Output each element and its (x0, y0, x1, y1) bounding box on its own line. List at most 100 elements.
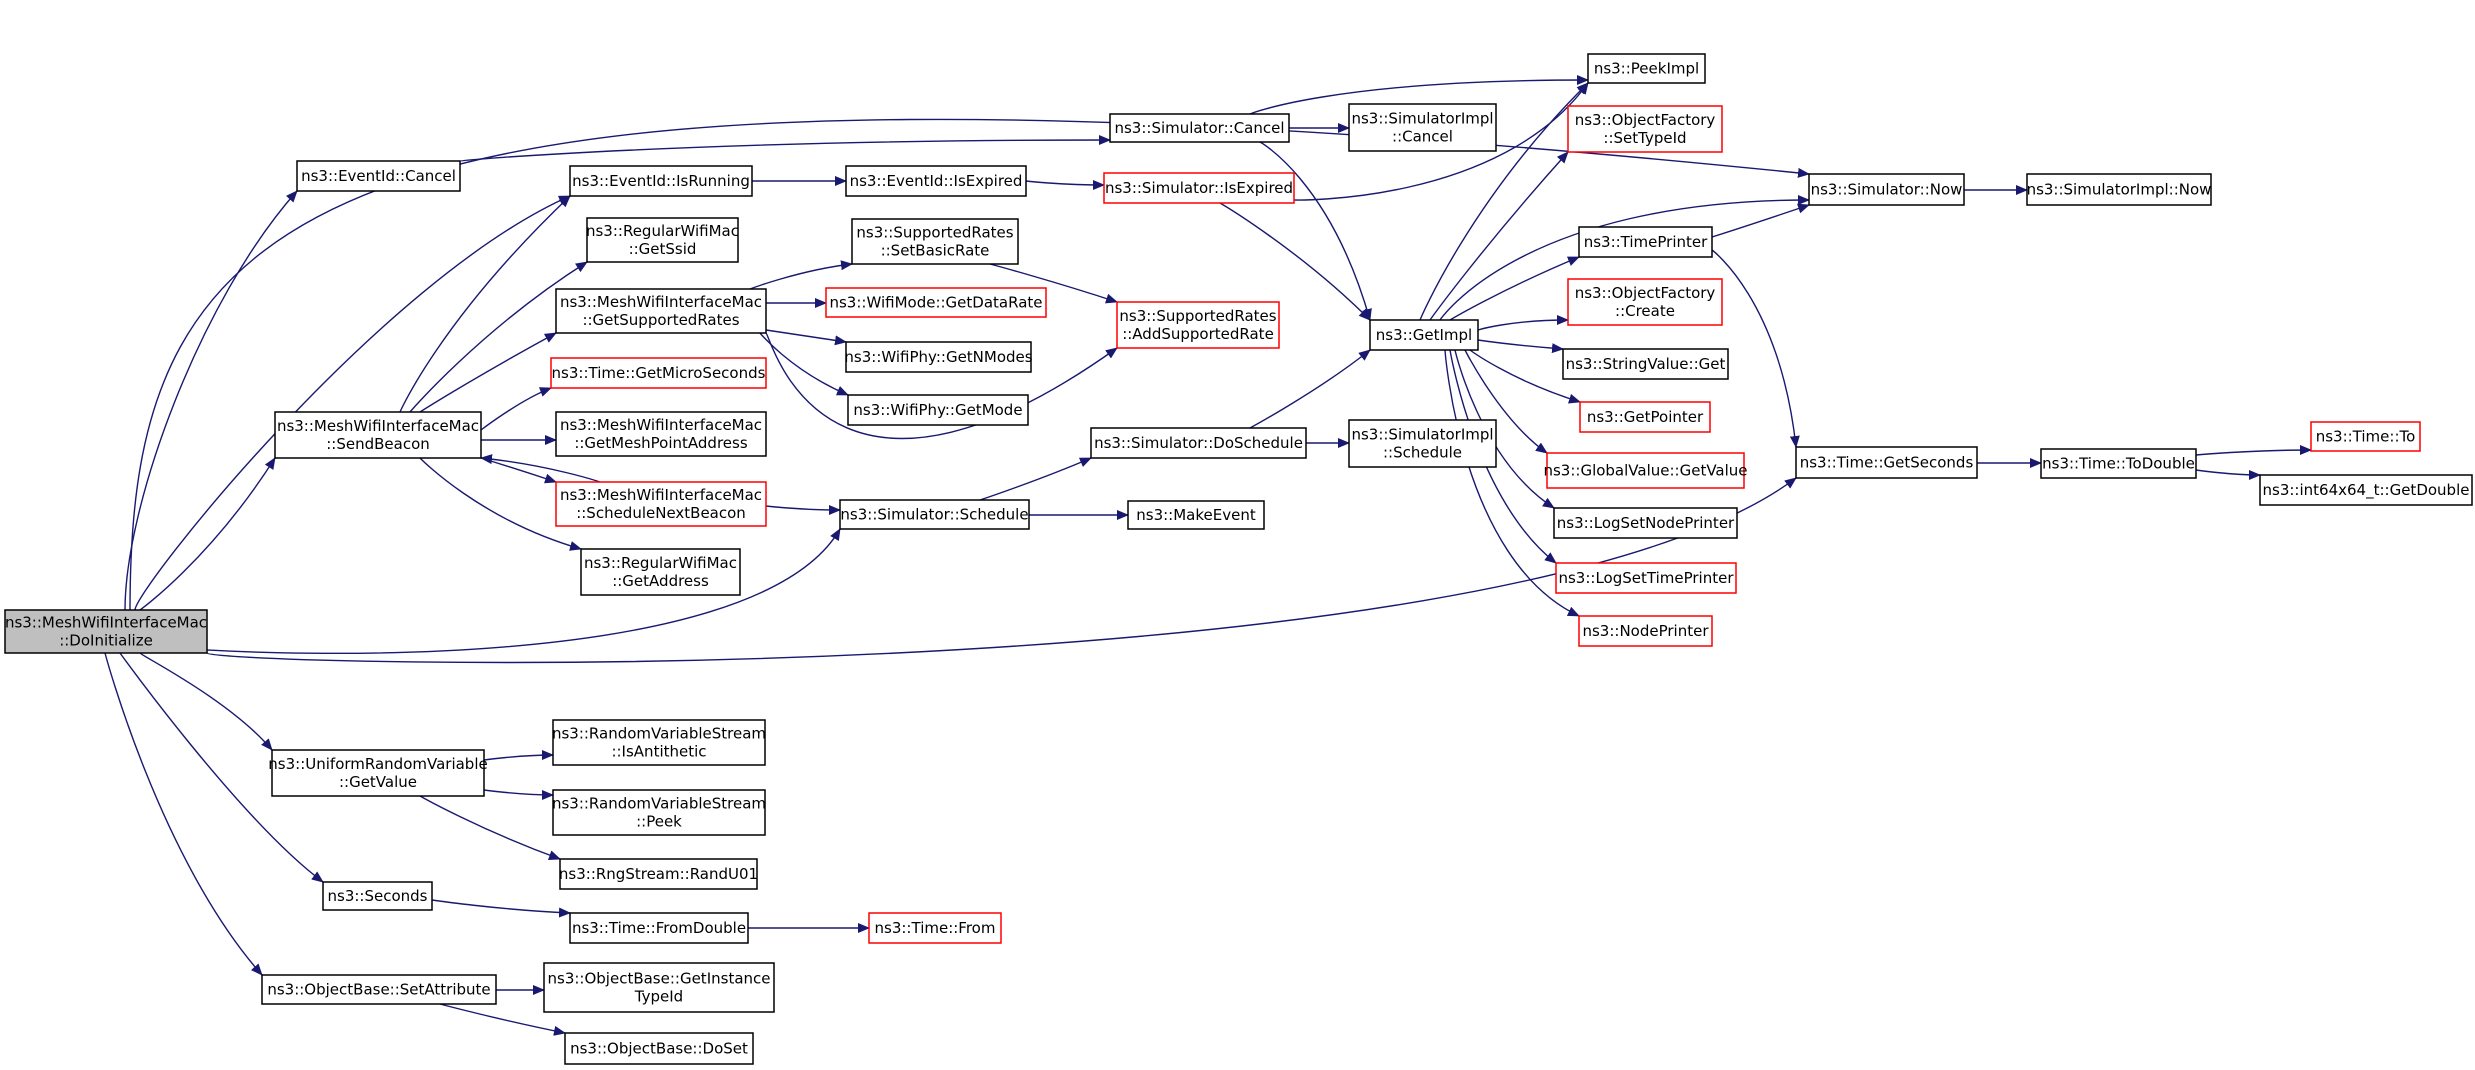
node-box (2026, 173, 2212, 206)
node-evcancel[interactable]: ns3::EventId::Cancel (296, 160, 461, 192)
node-strget[interactable]: ns3::StringValue::Get (1562, 348, 1729, 380)
node-randu01[interactable]: ns3::RngStream::RandU01 (559, 858, 758, 890)
edge-line (139, 652, 273, 751)
edge-simcancel-to-peekimpl (1249, 75, 1589, 115)
node-label: ::Create (1615, 302, 1675, 320)
node-getsuprates[interactable]: ns3::MeshWifiInterfaceMac::GetSupportedR… (555, 288, 767, 334)
node-box (1579, 401, 1711, 433)
node-lognode[interactable]: ns3::LogSetNodePrinter (1553, 507, 1738, 539)
node-label: ns3::Simulator::Now (1811, 181, 1963, 199)
node-peekimpl[interactable]: ns3::PeekImpl (1587, 53, 1706, 84)
edge-line (480, 454, 601, 483)
node-box (1808, 173, 1965, 206)
node-label: ns3::Time::GetSeconds (1800, 454, 1974, 472)
edge-urvget-to-rvsanti (483, 750, 554, 761)
node-box (2259, 474, 2473, 506)
node-box (555, 411, 767, 457)
node-getssid[interactable]: ns3::RegularWifiMac::GetSsid (586, 217, 739, 263)
node-meshaddr[interactable]: ns3::MeshWifiInterfaceMac::GetMeshPointA… (555, 411, 767, 457)
node-root[interactable]: ns3::MeshWifiInterfaceMac::DoInitialize (4, 609, 208, 654)
node-timefrom[interactable]: ns3::Time::From (868, 912, 1002, 944)
node-label: TypeId (634, 988, 683, 1006)
node-gvgetvalue[interactable]: ns3::GlobalValue::GetValue (1543, 452, 1748, 489)
node-implcancel[interactable]: ns3::SimulatorImpl::Cancel (1348, 103, 1497, 152)
node-getaddress[interactable]: ns3::RegularWifiMac::GetAddress (580, 548, 741, 596)
node-box (825, 287, 1047, 318)
node-box (1090, 427, 1307, 459)
node-timeprinter[interactable]: ns3::TimePrinter (1578, 226, 1713, 258)
node-fromdouble[interactable]: ns3::Time::FromDouble (569, 912, 749, 944)
node-implsched[interactable]: ns3::SimulatorImpl::Schedule (1348, 419, 1497, 468)
edge-simsched-to-dosched (979, 457, 1092, 501)
node-box (1103, 172, 1295, 204)
node-ofcreate[interactable]: ns3::ObjectFactory::Create (1567, 278, 1723, 326)
node-addrate[interactable]: ns3::SupportedRates::AddSupportedRate (1116, 301, 1280, 349)
node-label: ns3::RandomVariableStream (552, 795, 766, 813)
node-evexpired[interactable]: ns3::EventId::IsExpired (845, 165, 1027, 197)
node-label: ns3::WifiPhy::GetNModes (844, 348, 1032, 366)
node-datarate[interactable]: ns3::WifiMode::GetDataRate (825, 287, 1047, 318)
edge-line (1454, 349, 1555, 509)
node-simnow[interactable]: ns3::Simulator::Now (1808, 173, 1965, 206)
edge-getimpl-to-gvgetvalue (1464, 349, 1548, 454)
edge-evcancel-to-simcancel (459, 135, 1111, 162)
node-simsched[interactable]: ns3::Simulator::Schedule (839, 499, 1030, 530)
node-label: ns3::MakeEvent (1136, 506, 1256, 524)
edge-root-to-simsched (206, 528, 841, 655)
node-box (1127, 500, 1265, 530)
node-box (322, 881, 433, 911)
node-simexpired[interactable]: ns3::Simulator::IsExpired (1103, 172, 1295, 204)
node-label: ::GetSsid (629, 240, 697, 258)
node-logtime[interactable]: ns3::LogSetTimePrinter (1555, 562, 1737, 594)
node-box (1567, 105, 1723, 153)
node-getpointer[interactable]: ns3::GetPointer (1579, 401, 1711, 433)
edge-line (979, 457, 1092, 501)
node-urvget[interactable]: ns3::UniformRandomVariable::GetValue (268, 749, 488, 797)
node-implnow[interactable]: ns3::SimulatorImpl::Now (2026, 173, 2212, 206)
edge-root-to-urvget (139, 652, 273, 751)
node-label: ns3::ObjectFactory (1575, 111, 1716, 129)
node-label: ns3::SupportedRates (1119, 307, 1276, 325)
node-nodeprinter[interactable]: ns3::NodePrinter (1578, 615, 1713, 647)
node-sendbeacon[interactable]: ns3::MeshWifiInterfaceMac::SendBeacon (274, 411, 482, 459)
node-label: ns3::Simulator::Schedule (840, 506, 1028, 524)
node-box (1567, 278, 1723, 326)
node-timeto[interactable]: ns3::Time::To (2310, 421, 2421, 452)
node-getmode[interactable]: ns3::WifiPhy::GetMode (847, 394, 1029, 426)
node-getimpl[interactable]: ns3::GetImpl (1369, 319, 1479, 351)
node-seconds[interactable]: ns3::Seconds (322, 881, 433, 911)
node-label: ns3::LogSetNodePrinter (1557, 514, 1735, 532)
node-evrunning[interactable]: ns3::EventId::IsRunning (569, 165, 753, 197)
node-getseconds[interactable]: ns3::Time::GetSeconds (1795, 446, 1978, 479)
edge-line (124, 190, 298, 611)
node-schednext[interactable]: ns3::MeshWifiInterfaceMac::ScheduleNextB… (555, 481, 767, 527)
node-box (555, 481, 767, 527)
node-label: ns3::MeshWifiInterfaceMac (5, 614, 207, 632)
node-dosched[interactable]: ns3::Simulator::DoSchedule (1090, 427, 1307, 459)
edge-getsuprates-to-nmodes (765, 329, 847, 346)
edge-line (1711, 203, 1810, 238)
node-doset[interactable]: ns3::ObjectBase::DoSet (564, 1032, 754, 1065)
node-makeevent[interactable]: ns3::MakeEvent (1127, 500, 1265, 530)
edge-getimpl-to-ofcreate (1477, 315, 1569, 331)
edge-line (1249, 349, 1371, 429)
node-micro[interactable]: ns3::Time::GetMicroSeconds (550, 357, 767, 389)
node-box (1553, 507, 1738, 539)
edge-line (206, 528, 841, 655)
node-rvspeek[interactable]: ns3::RandomVariableStream::Peek (552, 789, 766, 836)
node-label: ::SetTypeId (1603, 129, 1686, 147)
node-settypeid[interactable]: ns3::ObjectFactory::SetTypeId (1567, 105, 1723, 153)
node-simcancel[interactable]: ns3::Simulator::Cancel (1109, 113, 1290, 143)
node-setattr[interactable]: ns3::ObjectBase::SetAttribute (261, 974, 497, 1005)
node-todouble[interactable]: ns3::Time::ToDouble (2040, 448, 2197, 479)
edge-line (480, 457, 557, 484)
edge-line (459, 135, 1111, 162)
node-setbasic[interactable]: ns3::SupportedRates::SetBasicRate (851, 218, 1019, 265)
node-int64[interactable]: ns3::int64x64_t::GetDouble (2259, 474, 2473, 506)
node-box (271, 749, 485, 797)
node-nmodes[interactable]: ns3::WifiPhy::GetNModes (844, 341, 1033, 373)
node-label: ns3::RegularWifiMac (584, 554, 737, 572)
node-rvsanti[interactable]: ns3::RandomVariableStream::IsAntithetic (552, 719, 766, 766)
node-box (1348, 103, 1497, 152)
